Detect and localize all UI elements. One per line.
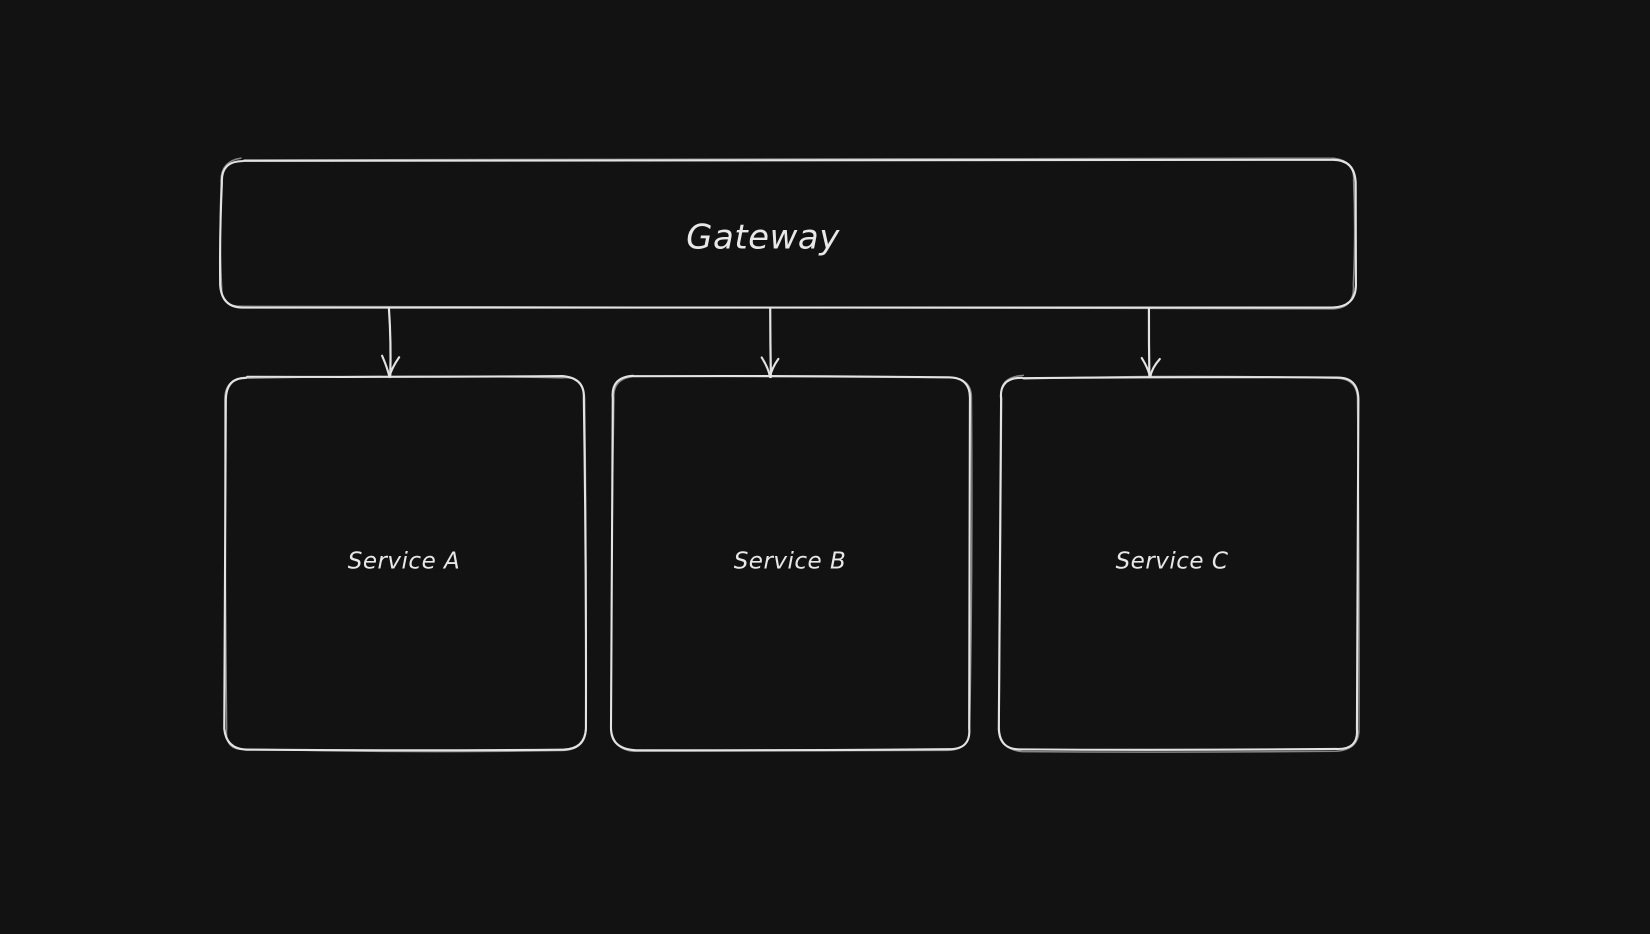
arrowhead-down-icon [760,356,780,379]
arrowhead-down-icon [1140,356,1161,379]
edge-line [387,306,392,379]
node-gateway-outline [218,158,1357,310]
node-gateway-label: Gateway [686,218,840,258]
arrowhead-down-icon [381,354,401,379]
edge-line [769,306,772,379]
node-service-a-label: Service A [348,549,461,575]
node-service-b-outline-ghost [610,375,973,752]
edge-gateway-to-service-c[interactable] [1140,306,1161,379]
edge-gateway-to-service-a[interactable] [381,306,401,379]
node-service-c-label: Service C [1116,549,1229,575]
node-gateway[interactable]: Gateway [218,157,1357,310]
node-service-a-outline-ghost [224,375,587,753]
node-service-b-label: Service B [734,549,847,575]
node-service-c-outline-ghost [998,374,1360,753]
node-service-c[interactable]: Service C [997,374,1360,753]
node-service-a[interactable]: Service A [223,375,588,753]
edge-gateway-to-service-b[interactable] [760,306,780,379]
node-service-b[interactable]: Service B [609,374,973,752]
